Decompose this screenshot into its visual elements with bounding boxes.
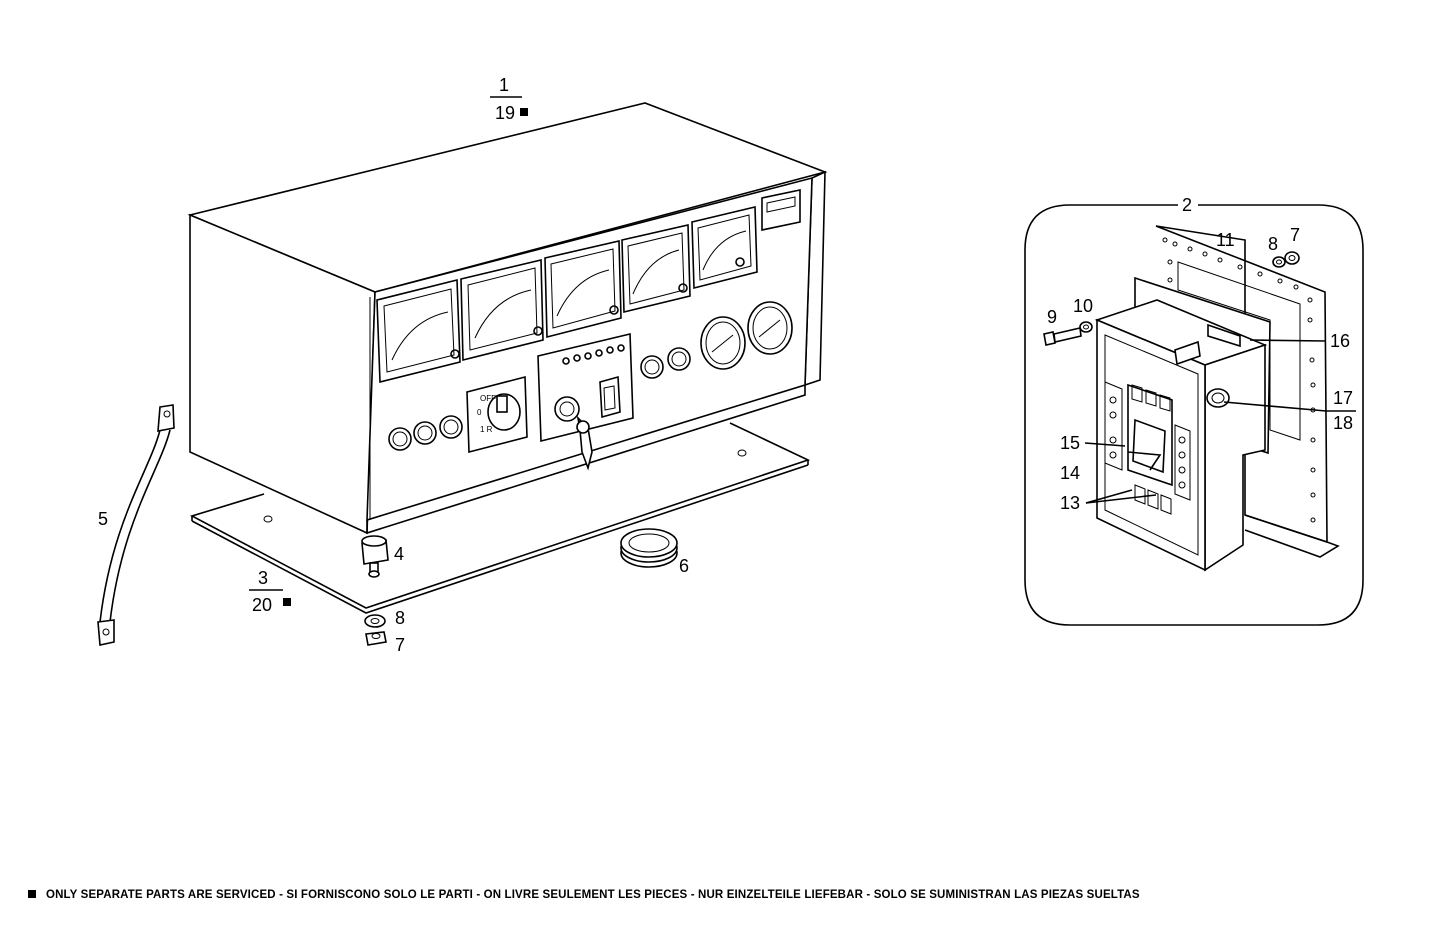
callout-14: 14 (1060, 463, 1080, 483)
callout-8-left: 8 (395, 608, 405, 628)
push-buttons (388, 347, 691, 451)
svg-text:1 R: 1 R (480, 425, 493, 434)
round-gauges (700, 301, 793, 370)
footer-note-text: ONLY SEPARATE PARTS ARE SERVICED - SI FO… (46, 889, 1140, 901)
callout-9: 9 (1047, 307, 1057, 327)
callout-17: 17 (1333, 388, 1353, 408)
callout-11: 11 (1216, 230, 1235, 250)
meter-5 (691, 205, 758, 290)
callout-3: 3 (258, 568, 268, 588)
callout-13: 13 (1060, 493, 1080, 513)
base-plate (189, 422, 811, 614)
callout-lines-left (249, 96, 522, 591)
key-switch-module (537, 332, 634, 471)
svg-text:OFF: OFF (480, 394, 496, 403)
footer-note: ONLY SEPARATE PARTS ARE SERVICED - SI FO… (28, 889, 1140, 901)
meter-1 (376, 278, 461, 384)
meter-3 (544, 240, 622, 339)
callout-7-left: 7 (395, 635, 405, 655)
grommet (620, 528, 678, 568)
bolt (1043, 327, 1082, 346)
callout-1: 1 (499, 75, 509, 95)
serviced-marker-square (28, 890, 36, 898)
callout-8-right: 8 (1268, 234, 1278, 254)
callout-5: 5 (98, 509, 108, 529)
callout-4: 4 (394, 544, 404, 564)
callout-6: 6 (679, 556, 689, 576)
ground-cable (97, 404, 175, 646)
callout-16: 16 (1330, 331, 1350, 351)
meter-4 (621, 224, 691, 314)
callout-labels: 1 19 3 20 5 4 6 8 7 2 11 8 7 9 10 16 17 … (98, 75, 1353, 655)
washer-nut-left (364, 614, 387, 646)
callout-20: 20 (252, 595, 272, 615)
meter-2 (460, 258, 544, 362)
rotary-selector: OFF 0 1 R (466, 375, 528, 454)
inset-detail (1024, 204, 1364, 626)
serviced-marker-square (283, 598, 291, 606)
callout-19: 19 (495, 103, 515, 123)
anti-vibration-mount (361, 535, 389, 578)
hour-counter (761, 189, 801, 231)
callout-7-right: 7 (1290, 225, 1300, 245)
callout-15: 15 (1060, 433, 1080, 453)
panel-meters (376, 189, 801, 384)
callout-18: 18 (1333, 413, 1353, 433)
callout-10: 10 (1073, 296, 1093, 316)
callout-2: 2 (1182, 195, 1192, 215)
serviced-marker-square (520, 108, 528, 116)
svg-text:0: 0 (477, 408, 482, 417)
